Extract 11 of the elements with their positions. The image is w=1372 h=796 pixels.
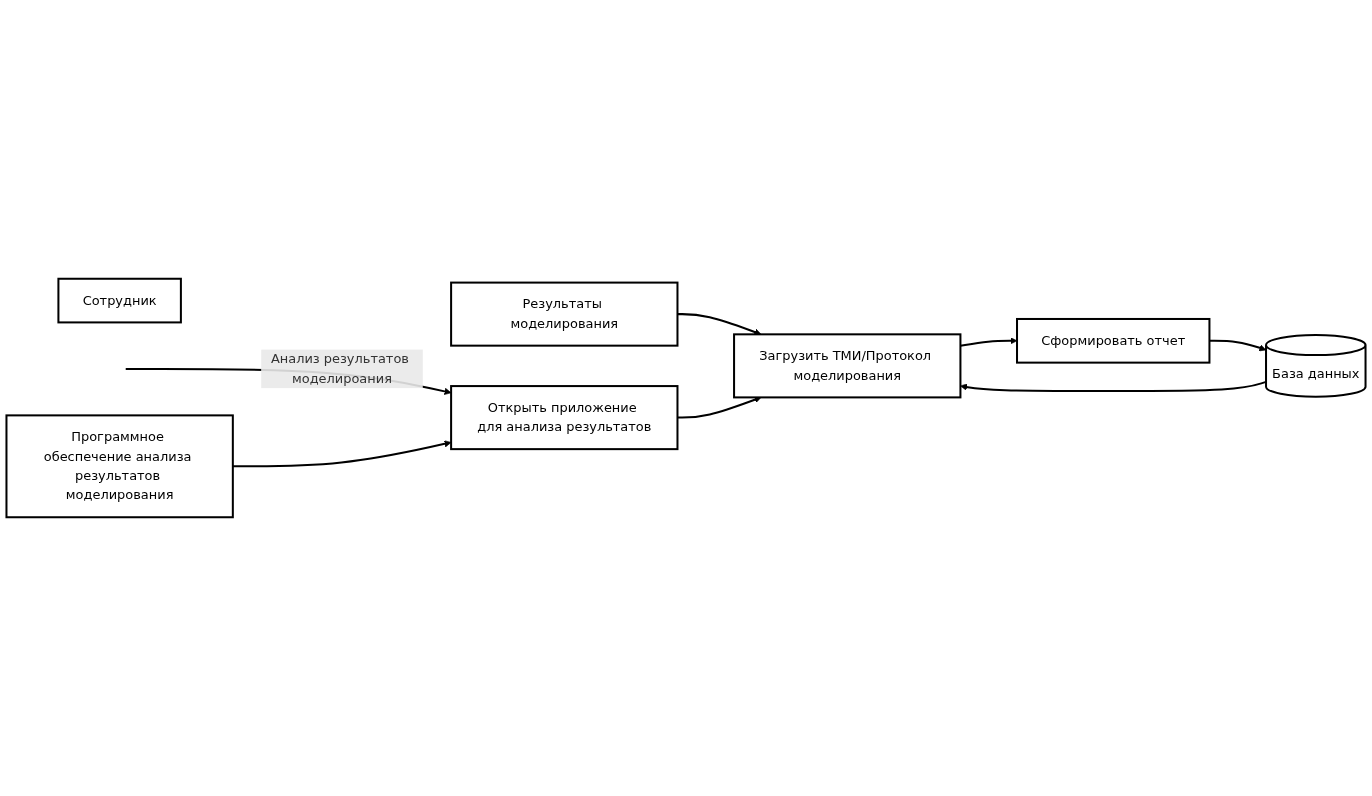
arrow	[232, 440, 452, 468]
node-box: Программное обеспечение анализа результатов моделирования	[5, 414, 234, 519]
node-box: Загрузить ТМИ/Протокол моделирования	[733, 333, 962, 399]
arrow	[960, 380, 1267, 392]
edge-label: Анализ результатов моделироания	[270, 351, 409, 386]
node-box: Открыть приложение для анализа результатов	[450, 385, 679, 451]
node-box: Сотрудник	[57, 277, 182, 324]
node-box: Результаты моделирования	[450, 281, 679, 347]
node-box: Сформировать отчет	[1016, 317, 1211, 364]
arrow	[1209, 339, 1267, 352]
arrow	[960, 337, 1018, 347]
